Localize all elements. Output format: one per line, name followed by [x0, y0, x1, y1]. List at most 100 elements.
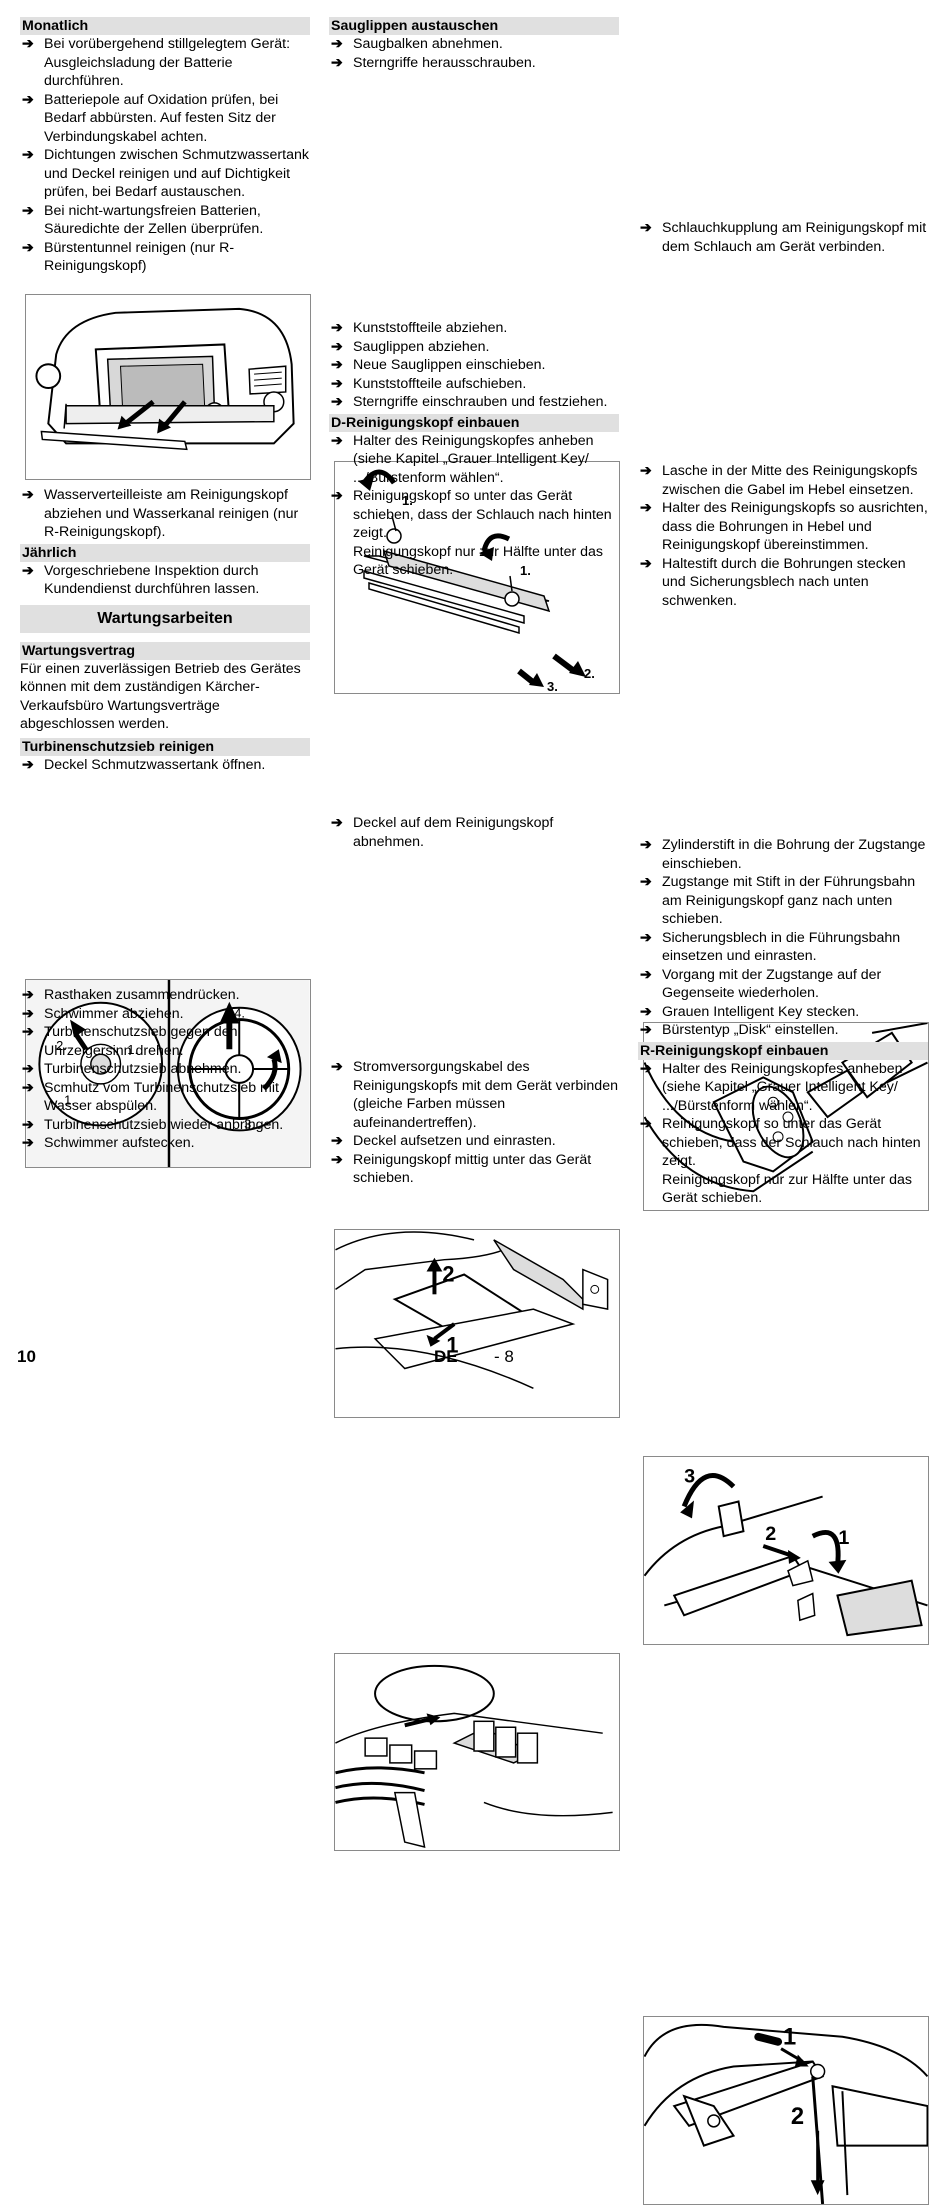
rod-item-text: Sicherungsblech in die Führungsbahn eins…	[662, 929, 901, 965]
rod-item: ➔ Vorgang mit der Zugstange auf der Gegen…	[638, 966, 928, 1003]
turbine-label-b: 1.	[127, 1042, 138, 1057]
d-head-holder-illustration: 2 1	[335, 1231, 609, 1389]
d-head-note: Reinigungskopf nur zur Hälfte unter das …	[353, 543, 603, 579]
bullet-arrow-icon: ➔	[22, 1116, 34, 1133]
turbine-item-text: Scmhutz vom Turbinenschutzsieb mit Wasse…	[44, 1079, 279, 1115]
squeegee-item-text: Kunststoffteile abziehen.	[353, 320, 508, 336]
bullet-arrow-icon: ➔	[22, 36, 34, 52]
bullet-arrow-icon: ➔	[640, 463, 652, 479]
lever-item: ➔Halter des Reinigungskopfs so ausrichte…	[638, 499, 928, 555]
power-item: ➔Reinigungskopf mittig unter das Gerät s…	[329, 1151, 619, 1188]
power-item: ➔ Deckel aufsetzen und einrasten.	[329, 1132, 619, 1151]
squeegee-first-item: ➔Sterngriffe herausschrauben.	[329, 54, 619, 73]
power-item: ➔ Stromversorgungskabel des Reinigungskop…	[329, 1058, 619, 1132]
turbine-label-e: 3.	[244, 1116, 255, 1131]
bullet-arrow-icon: ➔	[640, 1060, 652, 1077]
section-title: Wartungsarbeiten	[20, 604, 310, 633]
r-head-item-text: Halter des Reinigungskopfes anheben (sie…	[662, 1060, 903, 1114]
d-head-item-text: Halter des Reinigungskopfes anheben (sie…	[353, 432, 594, 486]
bullet-arrow-icon: ➔	[22, 1061, 34, 1077]
r-head-item-text: Reinigungskopf so unter das Gerät schieb…	[662, 1116, 921, 1169]
heading-squeegee: Sauglippen austauschen	[329, 17, 619, 35]
power-connector-illustration	[335, 1664, 613, 1849]
r-head-item: ➔Reinigungskopf so unter das Gerät schie…	[638, 1115, 928, 1171]
squeegee-item: ➔ Sterngriffe einschrauben und festziehen…	[329, 393, 619, 412]
turbine-item: ➔Turbinenschutzsieb abnehmen.	[20, 1060, 310, 1079]
monthly-item: ➔Bürstentunnel reinigen (nur R-Reinigung…	[20, 239, 310, 276]
column-3-bottom: ➔ Zylinderstift in die Bohrung der Zugsta…	[638, 836, 928, 1208]
figure-pull-rod: 1 2	[643, 2016, 929, 2205]
squeegee-list: ➔Kunststoffteile abziehen.➔Sauglippen ab…	[329, 319, 619, 412]
pull-rod-illustration: 1 2	[644, 2023, 928, 2204]
bullet-arrow-icon: ➔	[22, 987, 34, 1003]
turbine-item-text: Turbinenschutzsieb wieder anbringen.	[44, 1116, 284, 1133]
rod-item-text: Bürstentyp „Disk“ einstellen.	[662, 1022, 839, 1038]
figure-d-head-holder: 2 1	[334, 1229, 620, 1418]
monthly-item: ➔ Batteriepole auf Oxidation prüfen, bei …	[20, 91, 310, 147]
bullet-arrow-icon: ➔	[640, 874, 652, 890]
squeegee-label-d: 3.	[547, 679, 558, 694]
column-3-hose: ➔Schlauchkupplung am Reinigungskopf mit …	[638, 219, 928, 256]
list-item-turbine-first: ➔Deckel Schmutzwassertank öffnen.	[22, 756, 266, 773]
column-1: Monatlich ➔Bei vorübergehend stillgelegt…	[20, 17, 310, 276]
bullet-arrow-icon: ➔	[22, 91, 34, 108]
bullet-arrow-icon: ➔	[640, 1003, 652, 1020]
d-head-label-a: 2	[442, 1261, 454, 1286]
power-item-text: Deckel aufsetzen und einrasten.	[353, 1133, 556, 1149]
lever-item-text: Haltestift durch die Bohrungen stecken u…	[662, 555, 906, 609]
rod-item-text: Zylinderstift in die Bohrung der Zugstan…	[662, 837, 926, 872]
bullet-arrow-icon: ➔	[331, 432, 343, 449]
column-2: Sauglippen austauschen ➔ Saugbalken abneh…	[329, 17, 619, 72]
squeegee-item-text: Sterngriffe einschrauben und festziehen.	[353, 394, 608, 410]
rod-item: ➔Grauen Intelligent Key stecken.	[638, 1003, 928, 1022]
list-item-water-bar: ➔Wasserverteilleiste am Reinigungskopf a…	[22, 487, 299, 540]
lever-item-text: Lasche in der Mitte des Reinigungskopfs …	[662, 463, 918, 498]
bullet-arrow-icon: ➔	[331, 357, 343, 373]
lever-illustration: 3 2 1	[644, 1466, 928, 1637]
figure-turbine-filter: 2. 1. 1. 4. 3.	[25, 979, 311, 1168]
rod-item-text: Zugstange mit Stift in der Führungsbahn …	[662, 874, 916, 927]
bullet-arrow-icon: ➔	[331, 375, 343, 392]
squeegee-label-c: 2.	[584, 666, 595, 681]
bullet-arrow-icon: ➔	[331, 394, 343, 410]
column-1-bottom: ➔Rasthaken zusammendrücken.➔Schwimmer ab…	[20, 986, 310, 1153]
figure-squeegee: 1. 1. 2. 3.	[334, 461, 620, 694]
list-item-cover: ➔Deckel auf dem Reinigungskopf abnehmen.	[331, 815, 554, 850]
turbine-item: ➔ Turbinenschutzsieb wieder anbringen.	[20, 1116, 310, 1135]
column-2-cover: ➔Deckel auf dem Reinigungskopf abnehmen.	[329, 814, 619, 851]
bullet-arrow-icon: ➔	[331, 1059, 343, 1075]
turbine-label-c: 1.	[64, 1093, 75, 1108]
bullet-arrow-icon: ➔	[640, 837, 652, 853]
bullet-arrow-icon: ➔	[22, 1024, 34, 1040]
power-item-text: Stromversorgungskabel des Reinigungskopf…	[353, 1059, 618, 1131]
squeegee-label-a: 1.	[402, 493, 413, 508]
rod-item-text: Vorgang mit der Zugstange auf der Gegens…	[662, 966, 882, 1002]
turbine-item-text: Schwimmer aufstecken.	[44, 1135, 195, 1151]
monthly-item-text: Batteriepole auf Oxidation prüfen, bei B…	[44, 91, 279, 145]
turbine-item-text: Rasthaken zusammendrücken.	[44, 987, 240, 1003]
bullet-arrow-icon: ➔	[331, 36, 343, 52]
contract-text: Für einen zuverlässigen Betrieb des Gerä…	[20, 660, 301, 733]
rod-item: ➔Bürstentyp „Disk“ einstellen.	[638, 1021, 928, 1040]
lever-item-text: Halter des Reinigungskopfs so ausrichten…	[662, 500, 928, 553]
squeegee-first-item-text: Saugbalken abnehmen.	[353, 36, 503, 52]
turbine-item: ➔Scmhutz vom Turbinenschutzsieb mit Wass…	[20, 1079, 310, 1116]
bullet-arrow-icon: ➔	[22, 1135, 34, 1151]
list-item-hose: ➔Schlauchkupplung am Reinigungskopf mit …	[640, 220, 927, 255]
bullet-arrow-icon: ➔	[640, 555, 652, 572]
turbine-item: ➔Turbinenschutzsieb gegen den Uhrzeigers…	[20, 1023, 310, 1060]
monthly-item-text: Bei vorübergehend stillgelegtem Gerät: A…	[44, 36, 291, 89]
bullet-arrow-icon: ➔	[331, 1133, 343, 1149]
monthly-item: ➔ Bei vorübergehend stillgelegtem Gerät: …	[20, 35, 310, 91]
page-number: 10	[17, 1347, 36, 1366]
squeegee-item-text: Sauglippen abziehen.	[353, 338, 490, 355]
bullet-arrow-icon: ➔	[640, 966, 652, 983]
heading-contract: Wartungsvertrag	[20, 641, 310, 660]
lever-list: ➔ Lasche in der Mitte des Reinigungskopfs…	[638, 462, 928, 610]
heading-turbine: Turbinenschutzsieb reinigen	[20, 737, 310, 756]
squeegee-item: ➔Sauglippen abziehen.	[329, 338, 619, 357]
turbine-item: ➔ Rasthaken zusammendrücken.	[20, 986, 310, 1005]
lever-label-b: 2	[765, 1523, 776, 1545]
lever-label-a: 3	[684, 1466, 695, 1488]
bullet-arrow-icon: ➔	[22, 1005, 34, 1022]
